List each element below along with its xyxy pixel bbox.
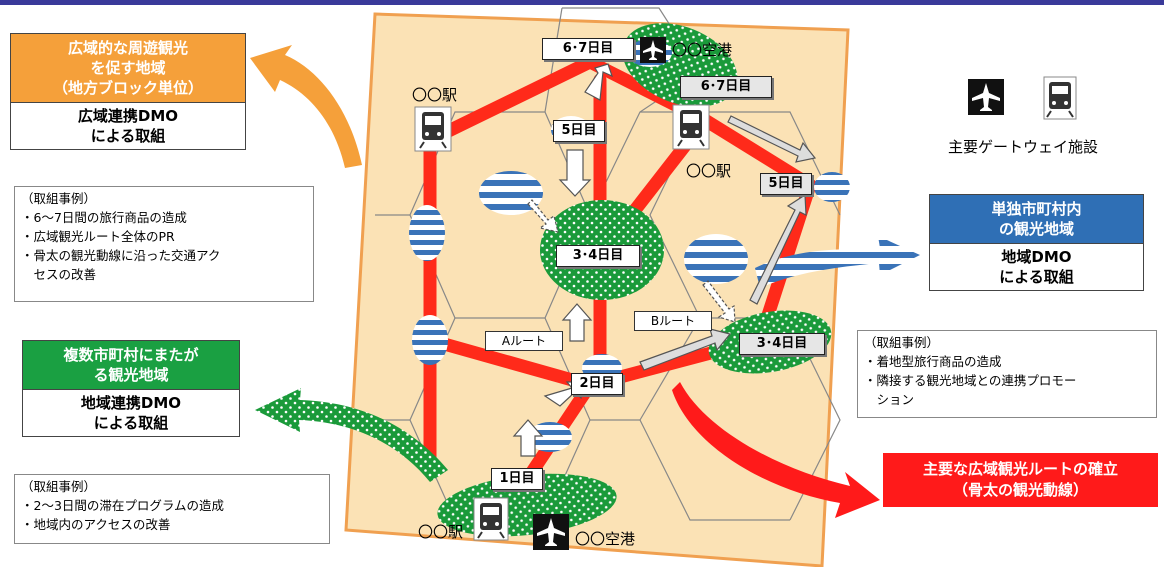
- spot-blue-8: [814, 172, 850, 202]
- main-route-box: 主要な広域観光ルートの確立（骨太の観光動線）: [883, 453, 1158, 507]
- spot-blue-3: [479, 171, 543, 215]
- train-icon: [1043, 76, 1077, 124]
- day-label-2: 2日目: [571, 373, 623, 395]
- route-label-a: Aルート: [485, 331, 563, 351]
- airport-name: 〇〇空港: [672, 41, 733, 59]
- spot-blue-6: [528, 422, 572, 452]
- examples-single: （取組事例）・着地型旅行商品の造成・隣接する観光地域との連携プロモー ション: [857, 330, 1157, 418]
- main-route-arrow: [672, 382, 880, 518]
- day-label-5: 5日目: [760, 173, 812, 195]
- train-icon: [473, 497, 509, 545]
- arrow-to-multi-region: [255, 388, 448, 482]
- arrow-to-single-region: [755, 236, 920, 288]
- spot-blue-7: [684, 234, 748, 284]
- day-label-6-7: 6･7日目: [542, 38, 634, 60]
- train-icon: [414, 106, 452, 156]
- station-name: 〇〇駅: [412, 86, 458, 104]
- direction-arrows-dashed: [527, 199, 736, 323]
- region-wide-title: 広域的な周遊観光を促す地域（地方ブロック単位）: [11, 34, 245, 102]
- day-label-1: 1日目: [491, 468, 543, 490]
- station-name: 〇〇駅: [686, 162, 732, 180]
- airplane-icon: [533, 514, 569, 554]
- route-label-b: Bルート: [634, 311, 712, 331]
- day-label-5: 5日目: [553, 120, 605, 142]
- arrow-to-wide-region: [250, 45, 362, 168]
- examples-multi: （取組事例）・2～3日間の滞在プログラムの造成・地域内のアクセスの改善: [14, 474, 330, 544]
- day-label-6-7: 6･7日目: [680, 76, 772, 98]
- examples-wide: （取組事例）・6～7日間の旅行商品の造成・広域観光ルート全体のPR・骨太の観光動…: [14, 186, 314, 302]
- airport-name: 〇〇空港: [575, 530, 636, 548]
- day-label-3-4: 3･4日目: [739, 333, 825, 355]
- region-multi-title: 複数市町村にまたがる観光地域: [23, 341, 239, 389]
- header-bar: [0, 0, 1164, 5]
- station-name: 〇〇駅: [418, 523, 464, 541]
- airplane-icon: [640, 37, 666, 67]
- legend-label: 主要ゲートウェイ施設: [948, 138, 1099, 156]
- airplane-icon: [968, 79, 1004, 119]
- spot-blue-2: [412, 315, 448, 365]
- region-single-title: 単独市町村内の観光地域: [930, 195, 1143, 243]
- spot-blue-1: [409, 205, 445, 261]
- direction-arrows-gray: [639, 115, 817, 371]
- train-icon: [672, 104, 710, 154]
- day-label-3-4: 3･4日目: [556, 245, 640, 267]
